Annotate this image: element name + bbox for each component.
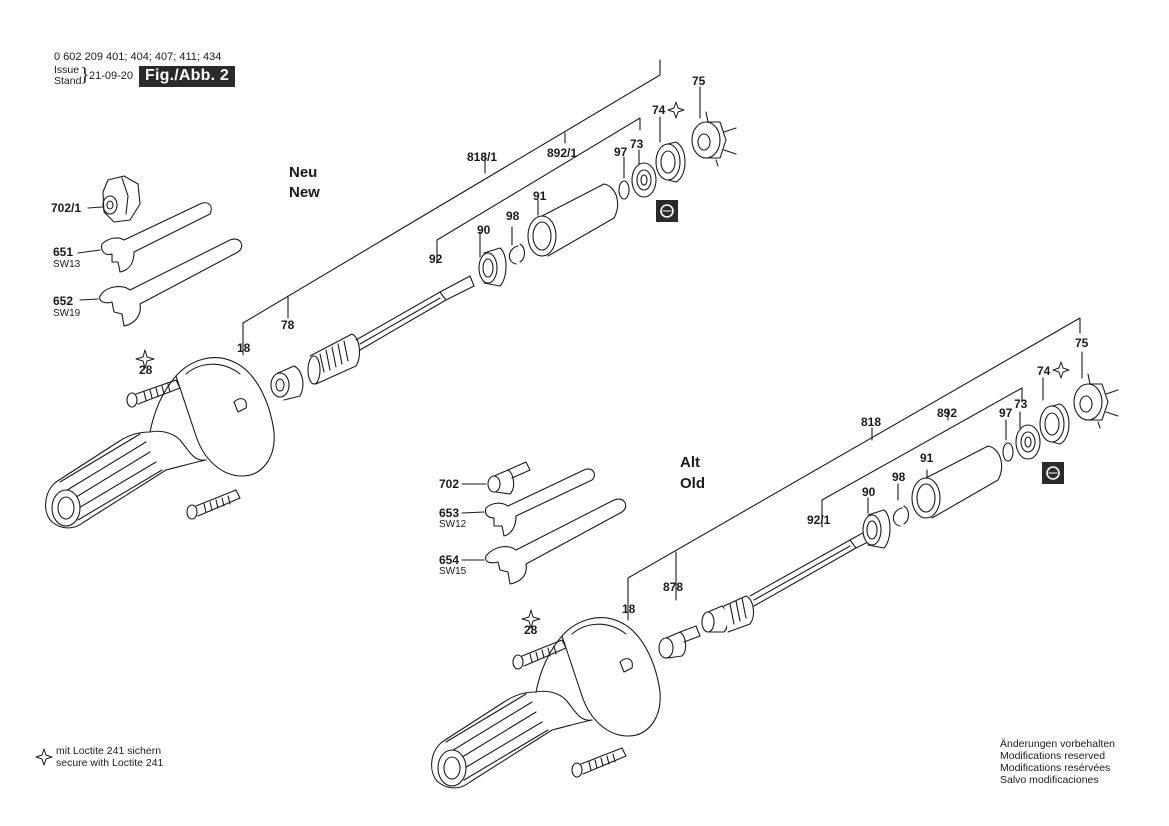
loctite-note-de: mit Loctite 241 sichern (56, 745, 162, 757)
callout-651: 651 (53, 245, 74, 259)
callout-98-new: 98 (506, 209, 520, 223)
callout-818-1: 818/1 (467, 150, 498, 164)
callout-651-size: SW13 (53, 259, 81, 270)
callout-73-new: 73 (630, 137, 644, 151)
part-numbers: 0 602 209 401; 404; 407; 411; 434 (54, 51, 222, 63)
leader-lines-old (627, 317, 1083, 621)
callout-878: 878 (663, 580, 684, 594)
callout-75-new: 75 (692, 74, 706, 88)
callout-28-new: 28 (139, 363, 153, 377)
callout-818: 818 (861, 415, 882, 429)
flange-75-old (1073, 373, 1119, 429)
spanner-653 (484, 468, 595, 537)
callout-654-size: SW15 (439, 566, 467, 577)
bearing-tool-icon (656, 200, 678, 222)
callout-653-size: SW12 (439, 519, 467, 530)
stand-label: Stand (54, 75, 82, 87)
callout-75-old: 75 (1075, 336, 1089, 350)
bearing-73-old (1015, 424, 1041, 460)
figure-label: Fig./Abb. 2 (139, 66, 235, 87)
callout-90-new: 90 (477, 223, 491, 237)
callout-18-old: 18 (622, 602, 636, 616)
section-title-old-de: Alt (680, 454, 700, 471)
spacer-97-old (1002, 442, 1014, 462)
issue-date: 21-09-20 (89, 70, 134, 82)
modifications-note-es: Salvo modificaciones (1000, 774, 1099, 786)
flange-75-new (691, 111, 737, 167)
callout-97-new: 97 (614, 145, 628, 159)
sleeve-91-new (527, 183, 619, 257)
collet-878 (658, 625, 701, 659)
callout-98-old: 98 (892, 470, 906, 484)
callout-653: 653 (439, 506, 460, 520)
grinder-housing-old (431, 617, 661, 789)
callout-78: 78 (281, 318, 295, 332)
callout-702: 702 (439, 477, 460, 491)
bearing-73-new (631, 162, 657, 198)
collet-78 (270, 365, 304, 401)
sleeve-91-old (911, 445, 1003, 519)
spanner-651 (101, 202, 212, 273)
callout-702-1: 702/1 (51, 201, 82, 215)
callout-892-1: 892/1 (547, 146, 578, 160)
bearing-tool-icon-old (1042, 462, 1064, 484)
callout-892: 892 (937, 406, 958, 420)
grinder-housing-new (45, 357, 275, 529)
screw-28-bottom-new (186, 489, 241, 520)
callout-97-old: 97 (999, 406, 1013, 420)
issue-label: Issue (54, 64, 80, 76)
threaded-ring-74-new (655, 141, 686, 183)
callout-74-new: 74 (652, 103, 666, 117)
callout-92-1: 92/1 (807, 513, 831, 527)
leader-lines-new (242, 59, 701, 356)
threaded-ring-74-old (1039, 403, 1070, 445)
circlip-98-old (892, 505, 910, 527)
section-title-new-en: New (289, 184, 320, 201)
modifications-note-en: Modifications reserved (1000, 750, 1106, 762)
callout-90-old: 90 (862, 485, 876, 499)
circlip-98-new (508, 243, 526, 265)
loctite-note-en: secure with Loctite 241 (56, 757, 164, 769)
callout-74-old: 74 (1037, 364, 1051, 378)
spindle-92-1 (701, 529, 873, 633)
spanner-652 (99, 238, 243, 327)
callout-92: 92 (429, 252, 443, 266)
callout-28-old: 28 (524, 623, 538, 637)
section-title-old-en: Old (680, 475, 705, 492)
callout-91-new: 91 (533, 189, 547, 203)
bearing-90-old (862, 509, 891, 549)
callout-654: 654 (439, 553, 460, 567)
modifications-note-fr: Modifications resérvées (1000, 762, 1111, 774)
brace-glyph: } (80, 64, 90, 86)
collet-nut-702-1 (102, 175, 141, 223)
screw-28-bottom-old (571, 747, 627, 778)
callout-652-size: SW19 (53, 308, 81, 319)
section-title-new-de: Neu (289, 164, 318, 181)
loctite-star-icon (35, 101, 1070, 766)
bearing-90-new (478, 247, 507, 287)
callout-73-old: 73 (1014, 397, 1028, 411)
collet-702 (487, 461, 531, 495)
spacer-97-new (618, 180, 630, 200)
screw-28-top-old (512, 639, 567, 670)
callout-18-new: 18 (237, 341, 251, 355)
screw-28-top-new (126, 379, 181, 408)
spanner-654 (485, 498, 627, 585)
spindle-92 (307, 275, 475, 385)
callout-91-old: 91 (920, 451, 934, 465)
modifications-note-de: Änderungen vorbehalten (1000, 738, 1116, 750)
callout-652: 652 (53, 294, 74, 308)
